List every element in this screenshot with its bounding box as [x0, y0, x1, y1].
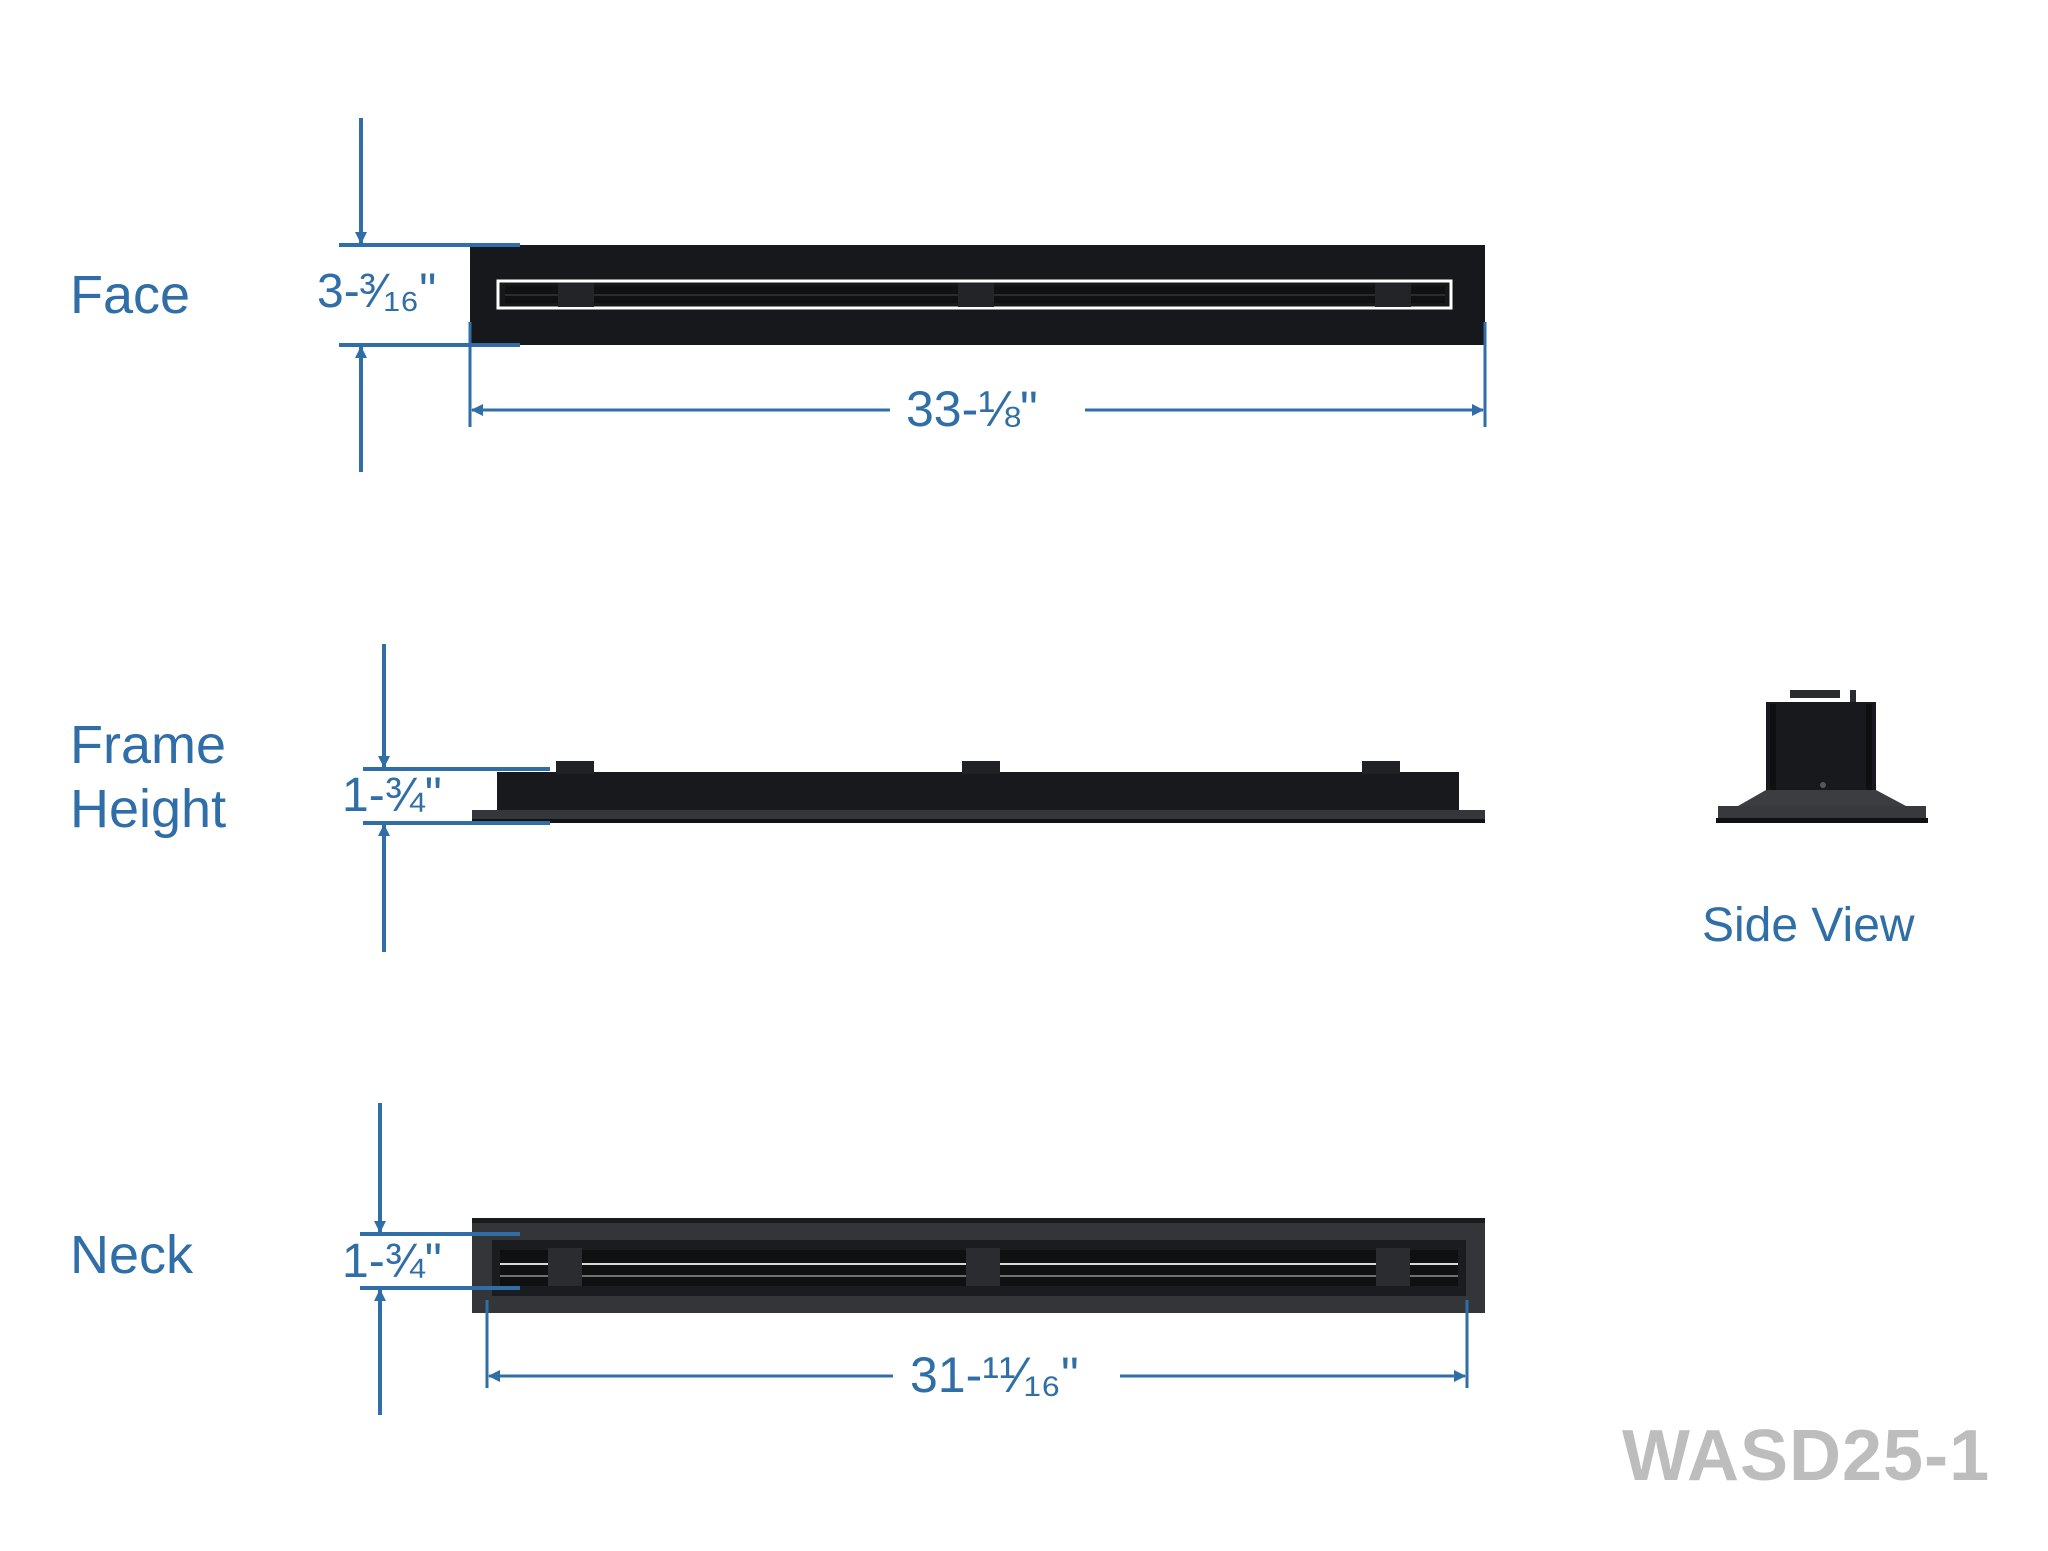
side-view-product [1716, 690, 1928, 823]
neck-height-dimension [360, 1103, 520, 1415]
frame-height-value: 1-¾" [340, 769, 444, 822]
face-product [470, 245, 1485, 345]
face-label: Face [70, 265, 191, 325]
frame-height-dimension [363, 644, 550, 952]
frame-label-line2: Height [70, 779, 227, 839]
face-height-value: 3-³⁄₁₆" [315, 265, 439, 318]
face-width-dimension [468, 322, 1487, 427]
neck-width-value: 31-¹¹⁄₁₆" [902, 1350, 1087, 1400]
frame-product [472, 761, 1485, 823]
neck-product [472, 1218, 1485, 1313]
frame-label-line1: Frame [70, 715, 227, 775]
face-height-dimension [339, 118, 520, 472]
neck-label: Neck [70, 1225, 194, 1285]
neck-width-dimension [485, 1300, 1469, 1388]
side-view-label: Side View [1702, 899, 1915, 952]
face-width-value: 33-⅛" [898, 384, 1046, 434]
neck-height-value: 1-¾" [340, 1235, 444, 1288]
model-number: WASD25-1 [1622, 1416, 1991, 1496]
